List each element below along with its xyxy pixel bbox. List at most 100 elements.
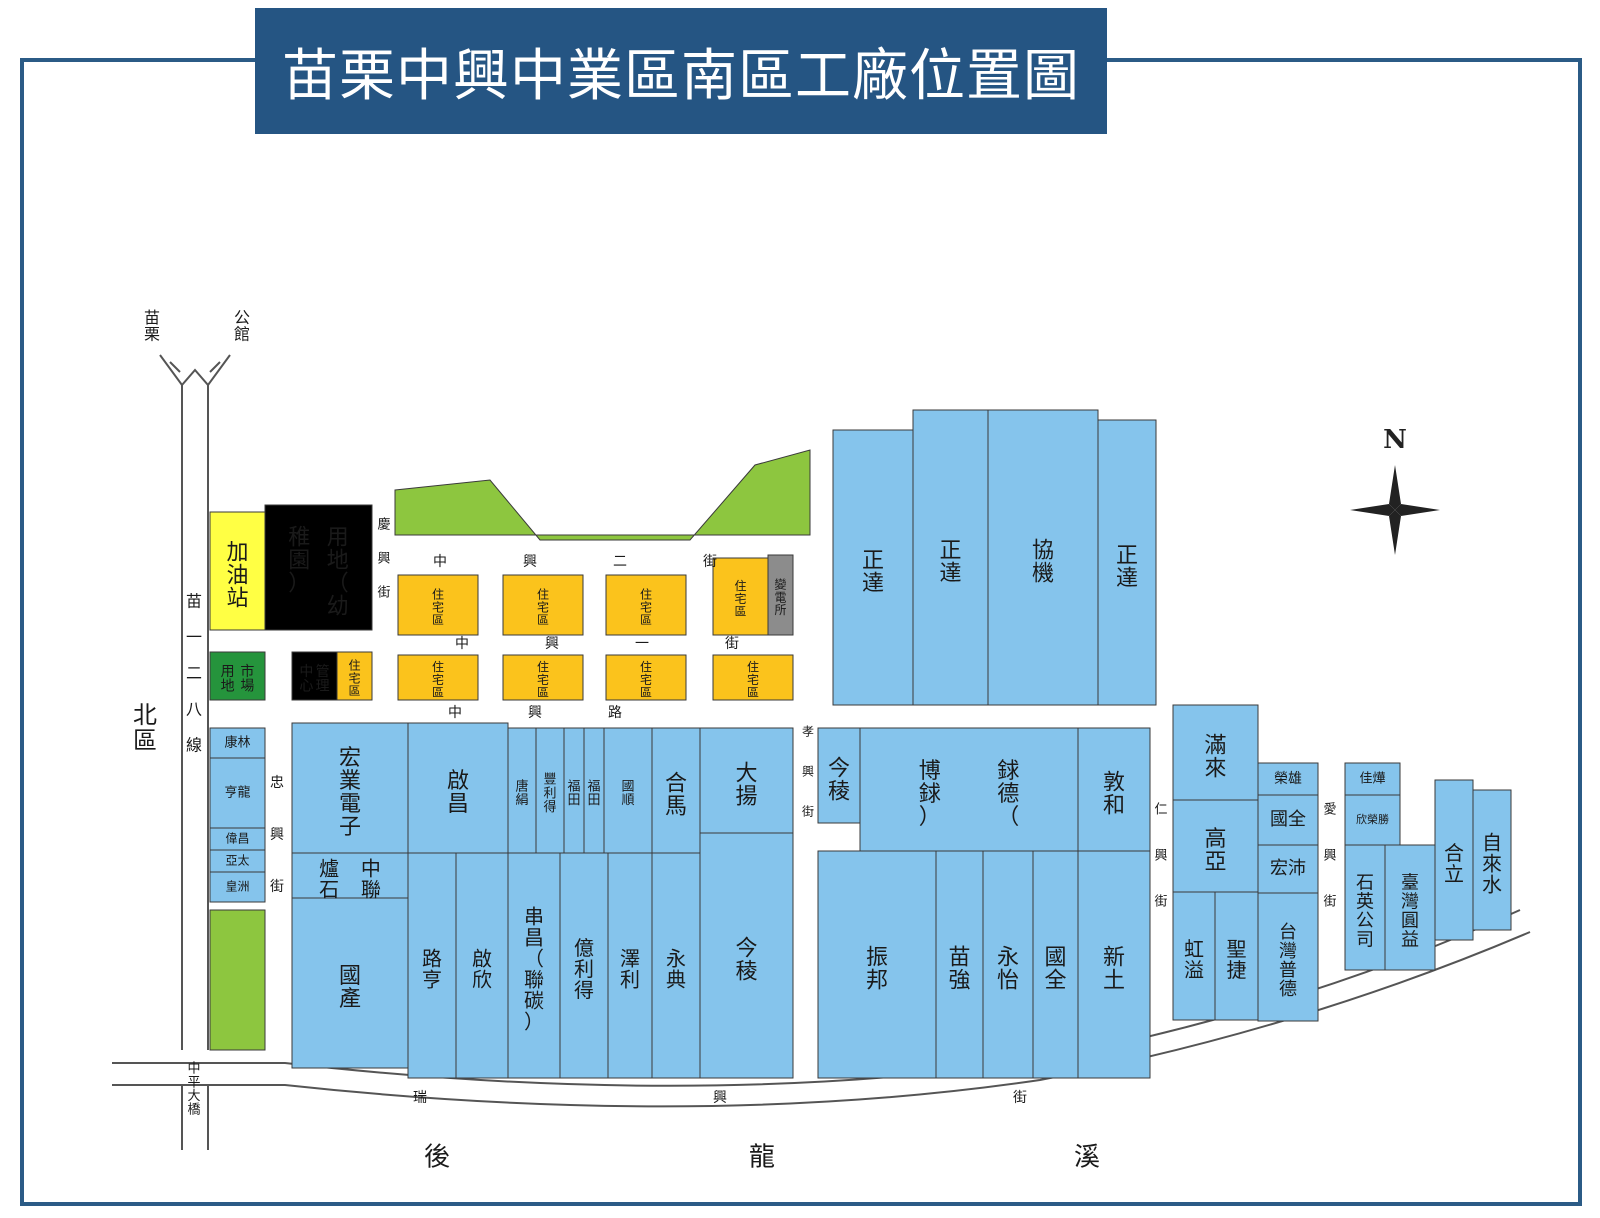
factory-label-futian1: 福田 [567,780,580,809]
zone-label-kinder-2: 稚園） [288,525,310,596]
factory-label-taiwanyuanyi: 臺灣圓益 [1401,873,1419,951]
factory-label-shiying: 石英公司 [1356,873,1374,951]
zone-res-a3 [605,574,687,636]
factory-taiwanyuanyi [1384,844,1436,971]
factory-zhengda3 [1097,419,1157,706]
road-road-128-4: 線 [186,736,202,755]
compass-north-label: N [1383,425,1407,455]
factory-label-guoquan2: 國全 [1270,809,1306,830]
road-qingxing-2: 街 [377,586,390,601]
road-zhongxing-2nd: 中 [433,554,447,570]
factory-zeli [607,852,653,1079]
zone-res-b4 [712,654,794,701]
factory-label-zilaishui: 自來水 [1482,831,1502,897]
road-aixing-2: 街 [1323,895,1336,910]
zone-label-mgmt-2: 中心 [299,664,313,695]
factory-dayang [699,727,794,834]
factory-hongyi [1172,891,1216,1021]
factory-label-weichang: 偉昌 [225,832,249,846]
zone-label-kinder: 用地（幼 [327,525,349,619]
factory-chuanchang [507,852,561,1079]
factory-label-shengjie: 聖捷 [1227,937,1247,982]
road-renxing-1: 興 [1154,849,1167,864]
factory-label-xinrongsheng: 欣榮勝 [1356,812,1389,826]
factory-label-kanglin: 康林 [224,735,250,751]
road-bridge: 中平大橋 [187,1062,200,1118]
factory-yongyi [982,850,1034,1079]
factory-hongye [291,722,409,854]
zone-res-b0 [336,651,373,701]
factory-jinleng2 [699,832,794,1079]
road-xiaoxing-1: 興 [802,765,814,779]
green-belt-1 [209,909,266,1051]
factory-label-zhengda2: 正達 [939,539,961,587]
factory-luheng [407,852,457,1079]
zone-label-res-a4: 住宅區 [734,579,746,618]
factory-label-xintu: 新土 [1103,946,1125,994]
factory-xintu [1077,850,1151,1079]
factory-shiying [1344,844,1386,971]
road-road-128: 苗 [186,592,202,611]
green-belt-0 [394,449,811,541]
zone-res-b2 [502,654,584,701]
factory-xinrongsheng [1344,794,1401,846]
factory-tangjuan [507,727,537,854]
road-zhongxing-1st-3: 街 [725,636,739,652]
factory-label-hema: 合馬 [665,772,687,820]
zone-label-res-a2: 住宅區 [537,588,549,627]
zone-res-b3 [605,654,687,701]
road-zhongxing-2nd-1: 興 [523,554,537,570]
factory-label-gaoya: 高亞 [1204,827,1226,875]
road-zhongxing-st-1: 興 [270,827,284,843]
road-creek-2: 溪 [1074,1143,1100,1173]
factory-label-manlai: 滿來 [1204,734,1226,782]
factory-label-miaoqiang: 苗強 [948,946,970,994]
factory-jiahua [1344,762,1401,796]
factory-label-laide: 銶德（ [997,759,1019,830]
road-zhongxing-rd-1: 興 [528,705,542,721]
factory-zhengda2 [912,409,989,706]
factory-label-hongye: 宏業電子 [339,746,361,840]
zone-label-res-b3: 住宅區 [640,660,652,699]
factory-label-fengli: 豐利得 [543,773,556,815]
factory-label-henglong: 亨龍 [224,785,250,801]
zone-label-res-b4: 住宅區 [747,660,759,699]
zone-res-a2 [502,574,584,636]
road-zhongxing-1st: 中 [455,636,469,652]
road-xiaoxing-2: 街 [802,805,814,819]
road-renxing-2: 街 [1154,895,1167,910]
road-ruixing-1: 興 [713,1090,727,1106]
road-north-zone: 北區 [133,701,157,754]
factory-label-yatai: 亞太 [225,853,249,868]
road-zhongxing-st-2: 街 [270,879,284,895]
factory-huangzhou [209,871,266,903]
zone-mgmt [291,651,338,701]
factory-manlai [1172,704,1259,801]
factory-label-hongyi: 虹溢 [1184,937,1204,982]
road-aixing-1: 興 [1323,849,1336,864]
zone-substation [767,554,794,636]
factory-label-qichang: 啟昌 [447,769,469,817]
factory-yilide [559,852,609,1079]
factory-label-zhonglian: 中聯 [361,857,381,902]
factory-label-zhonglian-2: 爐石 [319,857,339,902]
factory-henglong [209,757,266,829]
factory-label-huangzhou: 皇洲 [225,880,249,894]
factory-dunhe [1077,727,1151,852]
road-zhongxing-rd: 中 [448,705,462,721]
creek-bank [112,931,1531,1108]
factory-label-jiahua: 佳燁 [1359,772,1385,787]
factory-label-zhenbang: 振邦 [866,946,888,994]
factory-taiwanpude [1257,892,1319,1022]
bridge-road [112,1062,285,1150]
factory-label-luheng: 路亨 [422,947,442,992]
north-arrows [169,361,221,386]
road-renxing: 仁 [1154,803,1167,818]
road-zhongxing-1st-1: 興 [545,636,559,652]
zone-label-substation: 變電所 [774,577,786,617]
factory-label-tangjuan: 唐絹 [515,779,528,809]
factory-xieji [987,409,1099,706]
zone-label-res-a3: 住宅區 [640,588,652,627]
factory-label-zhengda1: 正達 [862,549,884,597]
zone-market [209,651,266,701]
